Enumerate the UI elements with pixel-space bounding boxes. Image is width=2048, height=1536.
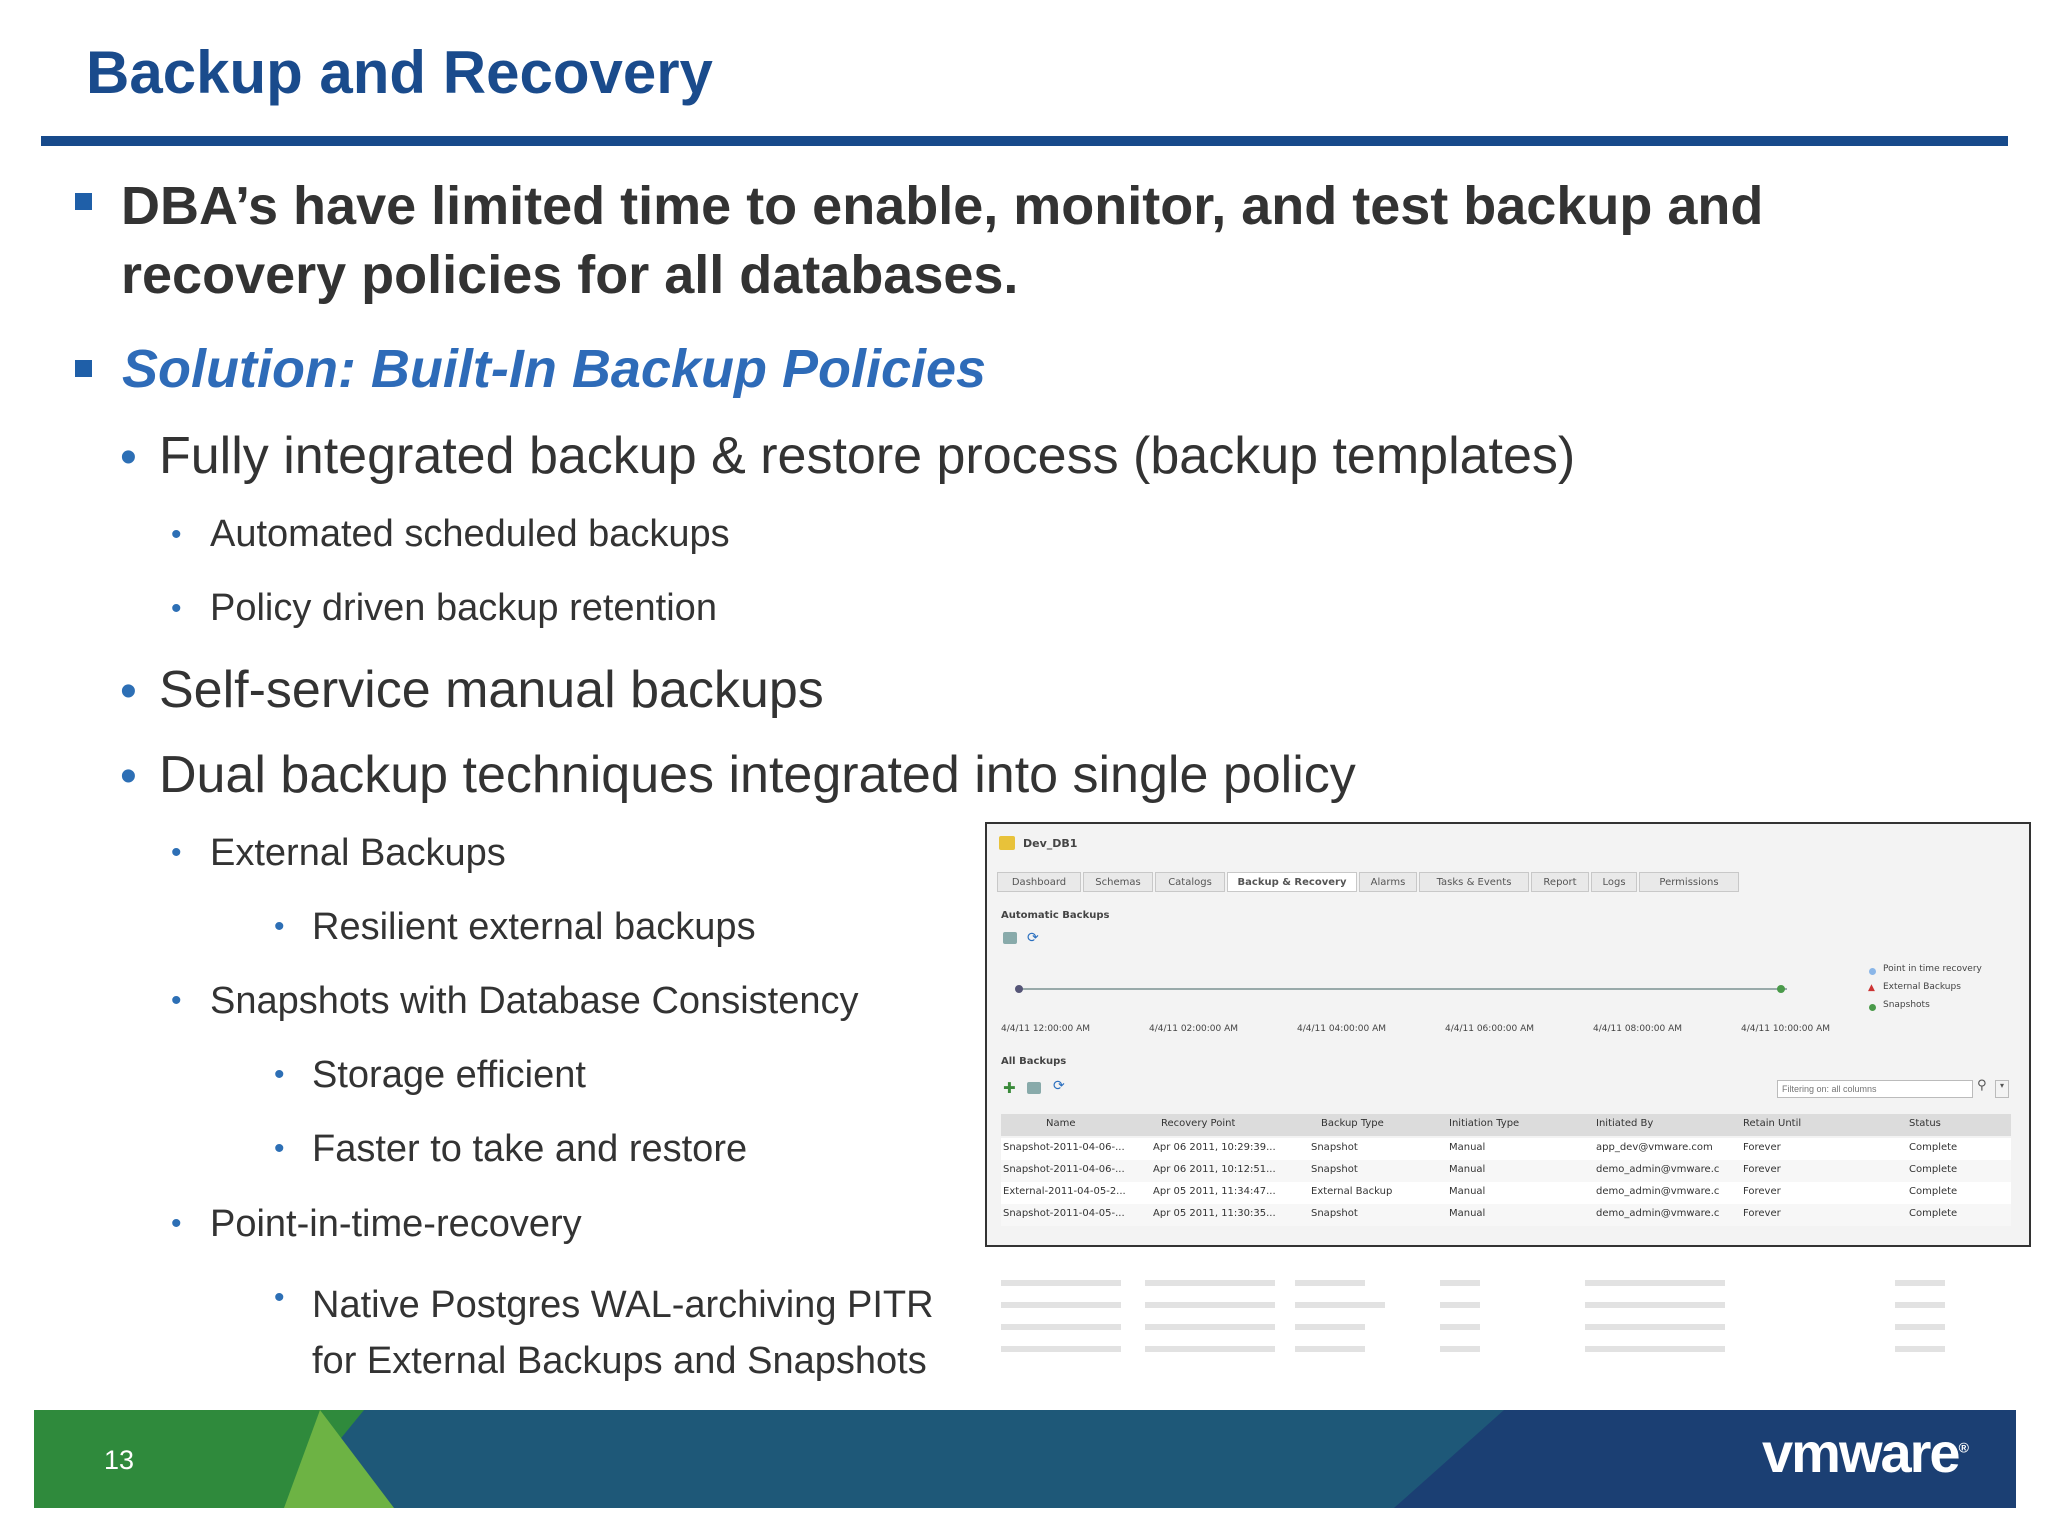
bullet-native: Native Postgres WAL-archiving PITR for E… [312,1277,934,1389]
tab-backup-recovery[interactable]: Backup & Recovery [1227,872,1357,892]
table-row[interactable]: Snapshot-2011-04-05-... Apr 05 2011, 11:… [1001,1204,2011,1226]
square-bullet-icon [75,193,92,210]
bullet-solution: Solution: Built-In Backup Policies [122,339,987,399]
timeline-track [1017,988,1787,990]
legend-external: External Backups [1883,982,1961,992]
timeline-label: 4/4/11 08:00:00 AM [1593,1024,1683,1034]
tab-report[interactable]: Report [1531,872,1589,892]
column-header[interactable]: Status [1909,1118,1941,1129]
bullet-dot-icon: • [120,431,137,484]
bullet-dot-icon: • [171,984,182,1017]
timeline-label: 4/4/11 02:00:00 AM [1149,1024,1239,1034]
bullet-snapshots: Snapshots with Database Consistency [210,980,859,1022]
bullet-dot-icon: • [274,1132,285,1165]
bullet-faster: Faster to take and restore [312,1128,748,1170]
bullet-automated: Automated scheduled backups [210,513,730,555]
table-row[interactable]: Snapshot-2011-04-06-... Apr 06 2011, 10:… [1001,1160,2011,1182]
bullet-external: External Backups [210,832,506,874]
legend-pitr-icon [1869,968,1876,975]
settings-icon[interactable] [1003,932,1017,944]
bullet-dot-icon: • [120,665,137,718]
bullet-retention: Policy driven backup retention [210,587,717,629]
column-header[interactable]: Retain Until [1743,1118,1802,1129]
bullet-pitr: Point-in-time-recovery [210,1203,582,1245]
timeline-marker[interactable] [1015,985,1023,993]
bullet-problem-line1: DBA’s have limited time to enable, monit… [121,176,1764,236]
bullet-storage: Storage efficient [312,1054,586,1096]
bullet-self-service: Self-service manual backups [159,661,824,719]
table-header: Name Recovery Point Backup Type Initiati… [1001,1114,2011,1136]
bullet-integrated: Fully integrated backup & restore proces… [159,427,1576,485]
bullet-problem: DBA’s have limited time to enable, monit… [121,172,1763,310]
slide-title: Backup and Recovery [86,39,713,106]
bullet-resilient: Resilient external backups [312,906,756,948]
legend-external-icon: ▲ [1868,983,1875,993]
tab-logs[interactable]: Logs [1591,872,1637,892]
bullet-dot-icon: • [171,836,182,869]
bullet-native-line1: Native Postgres WAL-archiving PITR [312,1284,934,1326]
screenshot-reflection [985,1262,2031,1412]
filter-input[interactable] [1777,1080,1973,1098]
chevron-down-icon[interactable]: ▾ [1995,1080,2009,1098]
bullet-problem-line2: recovery policies for all databases. [121,245,1019,305]
timeline-marker[interactable] [1777,985,1785,993]
logo-wordmark: vmware [1762,1421,1961,1484]
search-icon[interactable]: ⚲ [1977,1078,1987,1093]
title-divider [41,136,2008,146]
legend-snapshots-icon [1869,1004,1876,1011]
tab-tasks-events[interactable]: Tasks & Events [1419,872,1529,892]
logo-registered-mark: ® [1958,1439,1969,1456]
bullet-dot-icon: • [171,592,182,625]
legend-snapshots: Snapshots [1883,1000,1930,1010]
backup-ui-screenshot: Dev_DB1 Dashboard Schemas Catalogs Backu… [985,822,2031,1247]
table-row[interactable]: Snapshot-2011-04-06-... Apr 06 2011, 10:… [1001,1138,2011,1160]
bullet-dot-icon: • [274,910,285,943]
tab-permissions[interactable]: Permissions [1639,872,1739,892]
page-number: 13 [104,1445,135,1475]
tab-schemas[interactable]: Schemas [1083,872,1153,892]
tab-dashboard[interactable]: Dashboard [997,872,1081,892]
tab-catalogs[interactable]: Catalogs [1155,872,1225,892]
column-header[interactable]: Initiation Type [1449,1118,1520,1129]
reflection-lines [1001,1280,1945,1352]
refresh-icon[interactable]: ⟳ [1053,1078,1065,1094]
tab-alarms[interactable]: Alarms [1359,872,1417,892]
bullet-dot-icon: • [171,1207,182,1240]
footer-graphic [34,1410,2016,1508]
square-bullet-icon [75,360,92,377]
automatic-backups-label: Automatic Backups [1001,910,1110,921]
add-icon[interactable]: ✚ [1003,1079,1016,1097]
column-header[interactable]: Backup Type [1321,1118,1384,1129]
db-name: Dev_DB1 [1023,837,1078,850]
bullet-dot-icon: • [171,518,182,551]
bullet-dot-icon: • [120,750,137,803]
column-header[interactable]: Recovery Point [1161,1118,1236,1129]
bullet-dual: Dual backup techniques integrated into s… [159,746,1356,804]
column-header[interactable]: Initiated By [1596,1118,1654,1129]
footer-band [34,1410,2016,1508]
all-backups-label: All Backups [1001,1056,1067,1067]
timeline-label: 4/4/11 04:00:00 AM [1297,1024,1387,1034]
bullet-native-line2: for External Backups and Snapshots [312,1340,927,1382]
vmware-logo: vmware® [1762,1420,1969,1485]
timeline-label: 4/4/11 12:00:00 AM [1001,1024,1091,1034]
bullet-dot-icon: • [274,1281,285,1314]
settings-icon[interactable] [1027,1082,1041,1094]
timeline-label: 4/4/11 06:00:00 AM [1445,1024,1535,1034]
table-row[interactable]: External-2011-04-05-2... Apr 05 2011, 11… [1001,1182,2011,1204]
refresh-icon[interactable]: ⟳ [1027,930,1039,946]
bullet-dot-icon: • [274,1058,285,1091]
timeline-label: 4/4/11 10:00:00 AM [1741,1024,1831,1034]
legend-pitr: Point in time recovery [1883,964,1982,974]
database-icon [999,836,1015,850]
column-header[interactable]: Name [1046,1118,1076,1129]
